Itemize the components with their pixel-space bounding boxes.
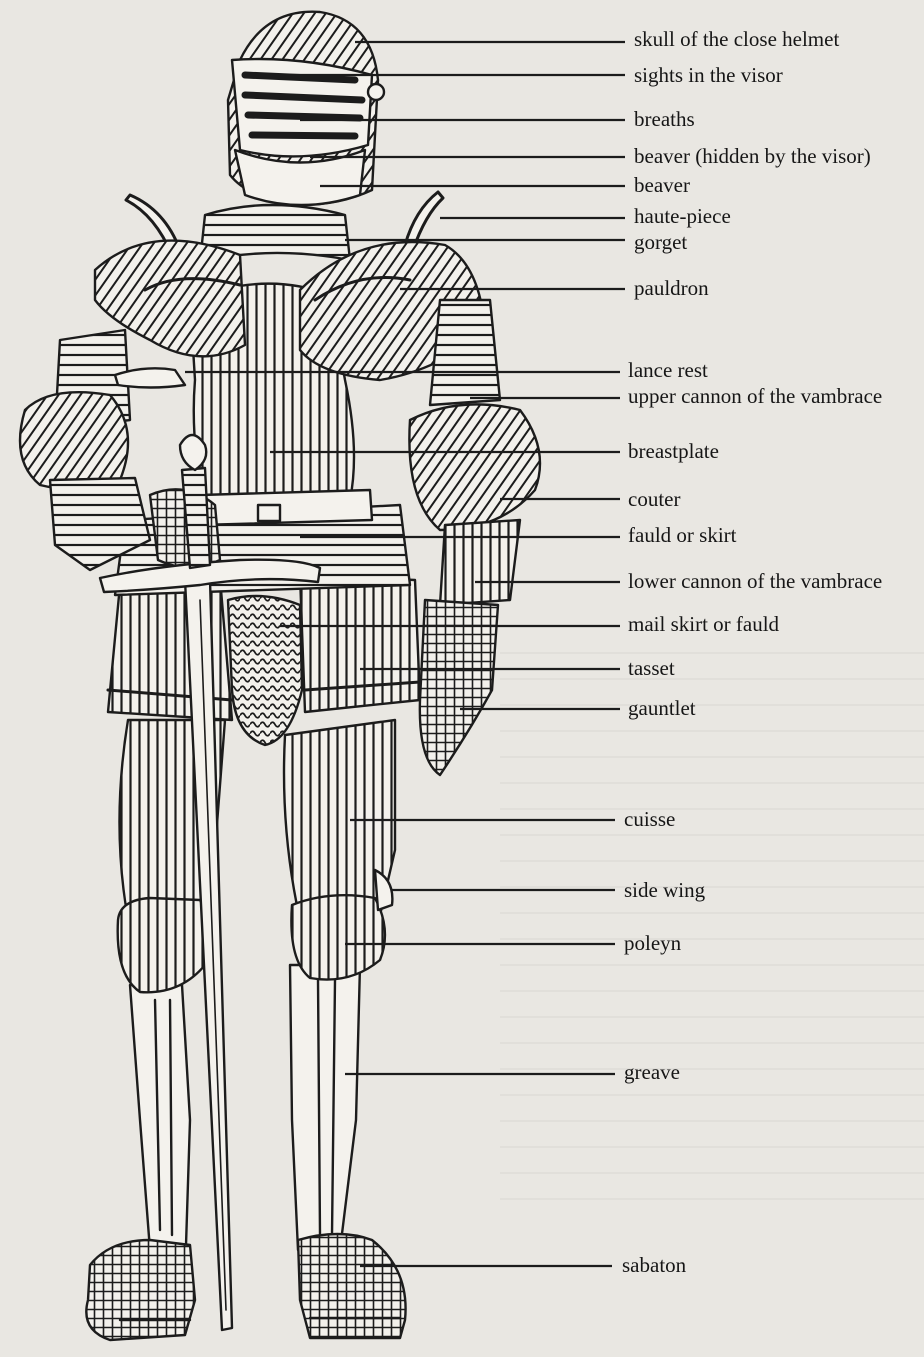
label-sabaton: sabaton: [622, 1255, 686, 1276]
label-upper-cannon: upper cannon of the vambrace: [628, 386, 882, 407]
label-fauld: fauld or skirt: [628, 525, 736, 546]
couter-right: [409, 404, 540, 530]
label-haute-piece: haute-piece: [634, 206, 731, 227]
sabaton-left: [86, 1240, 195, 1340]
label-side-wing: side wing: [624, 880, 705, 901]
label-lance-rest: lance rest: [628, 360, 708, 381]
label-tasset: tasset: [628, 658, 675, 679]
label-mail-skirt: mail skirt or fauld: [628, 614, 779, 635]
label-gauntlet: gauntlet: [628, 698, 696, 719]
poleyn-left: [118, 898, 209, 992]
label-skull: skull of the close helmet: [634, 29, 839, 50]
label-couter: couter: [628, 489, 680, 510]
label-lower-cannon: lower cannon of the vambrace: [628, 571, 882, 592]
tasset-right: [300, 575, 420, 712]
sabaton-right: [298, 1234, 406, 1338]
lower-cannon-right: [440, 520, 520, 605]
upper-cannon-right: [430, 300, 500, 405]
poleyn-right: [291, 895, 385, 979]
label-pauldron: pauldron: [634, 278, 709, 299]
label-greave: greave: [624, 1062, 680, 1083]
mail-skirt-shape: [228, 596, 302, 745]
label-breaths: breaths: [634, 109, 695, 130]
label-gorget: gorget: [634, 232, 687, 253]
label-breastplate: breastplate: [628, 441, 719, 462]
label-sights: sights in the visor: [634, 65, 783, 86]
greave-right: [290, 965, 360, 1250]
label-poleyn: poleyn: [624, 933, 681, 954]
belt: [200, 490, 372, 525]
couter-left: [20, 392, 128, 489]
label-beaver-hidden: beaver (hidden by the visor): [634, 146, 871, 167]
label-beaver: beaver: [634, 175, 690, 196]
label-cuisse: cuisse: [624, 809, 675, 830]
lance-rest-shape: [115, 368, 185, 387]
sword-pommel: [180, 435, 206, 470]
